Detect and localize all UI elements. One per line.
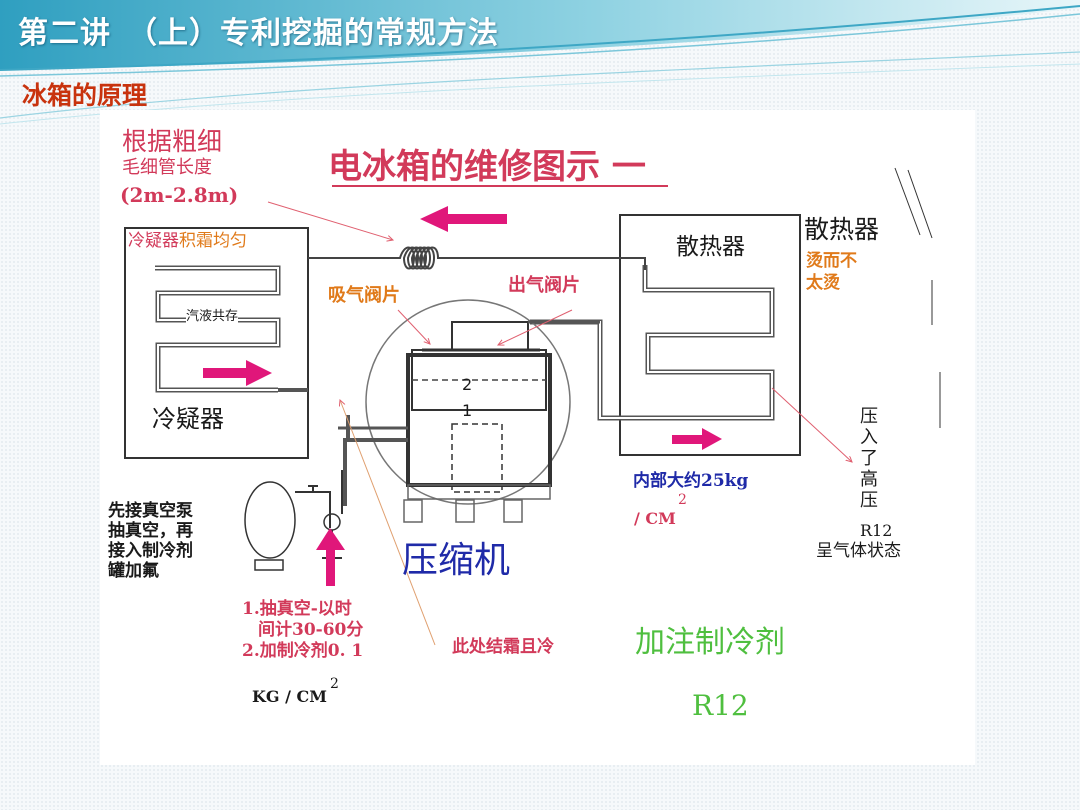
chamber-2-label: 2 — [462, 375, 473, 394]
high-pressure-vertical: 压 入 了 高 压 — [860, 406, 882, 511]
refrigerant-r12-label: R12 — [692, 689, 749, 722]
frost-note: 此处结霜且冷 — [452, 637, 554, 657]
pressure-text: 内部大约25kg — [633, 471, 749, 491]
capillary-coil — [308, 246, 646, 270]
pressure-gauge — [323, 513, 341, 531]
vapor-liquid-label: 汽液共存 — [186, 309, 239, 325]
vacuum-note-line4: 罐加氟 — [108, 561, 159, 581]
condenser-note-dark: 冷疑器 — [128, 231, 179, 251]
radiator-side-title: 散热器 — [804, 215, 880, 244]
capillary-length: (2m-2.8m) — [120, 183, 239, 207]
charge-refrigerant-label: 加注制冷剂 — [635, 625, 785, 660]
step-unit: KG / CM — [252, 687, 327, 706]
flow-arrow-top — [420, 206, 507, 232]
diagram-drawing — [124, 167, 941, 646]
pressure-unit: / CM — [634, 509, 676, 528]
refrigerant-tank — [244, 481, 296, 559]
flow-arrow-radiator — [672, 428, 722, 450]
condenser-note-orange: 积霜均匀 — [179, 231, 247, 251]
gas-state-label: 呈气体状态 — [816, 541, 901, 561]
condenser-box — [124, 227, 309, 459]
vacuum-note-line3: 接入制冷剂 — [108, 541, 193, 561]
compressor-shell — [365, 299, 571, 505]
pressure-exponent: 2 — [678, 492, 687, 508]
hp-char-2: 入 — [860, 427, 878, 448]
diagram-title: 电冰箱的维修图示 一 — [328, 147, 646, 187]
hp-char-3: 了 — [860, 448, 878, 469]
slide-title: 第二讲 （上）专利挖掘的常规方法 — [18, 16, 499, 51]
radiator-inner-label: 散热器 — [676, 234, 745, 260]
step-2-line: 2.加制冷剂0. 1 — [242, 641, 364, 661]
discharge-valve-label: 出气阀片 — [508, 275, 580, 296]
step-1-line1: 1.抽真空-以时 — [242, 599, 352, 619]
piston — [451, 423, 503, 493]
vacuum-note-line2: 抽真空，再 — [108, 521, 193, 541]
radiator-note-line2: 太烫 — [806, 273, 840, 293]
hp-char-4: 高 — [860, 469, 878, 490]
charge-arrow — [316, 528, 345, 586]
compressor-label: 压缩机 — [402, 540, 511, 581]
step-1-line2: 间计30-60分 — [258, 620, 364, 640]
diagram-panel: 电冰箱的维修图示 一 根据粗细 毛细管长度 (2m-2.8m) 冷疑器积霜均匀 … — [100, 110, 975, 765]
slide-subtitle: 冰箱的原理 — [22, 81, 148, 110]
capillary-note-line2: 毛细管长度 — [122, 157, 212, 178]
hp-char-1: 压 — [860, 406, 878, 427]
condenser-name: 冷疑器 — [152, 405, 224, 433]
compressor-housing — [406, 353, 552, 487]
radiator-note-line1: 烫而不 — [806, 251, 857, 271]
chamber-1-label: 1 — [462, 401, 473, 420]
vacuum-note-line1: 先接真空泵 — [108, 501, 193, 521]
flow-arrow-condenser — [203, 360, 272, 386]
condenser-note: 冷疑器积霜均匀 — [128, 231, 247, 252]
capillary-note-line1: 根据粗细 — [122, 127, 223, 156]
step-unit-exponent: 2 — [330, 676, 339, 692]
radiator-box — [619, 214, 801, 456]
high-pressure-r12: R12 — [860, 521, 893, 540]
suction-valve-label: 吸气阀片 — [328, 285, 400, 306]
hp-char-5: 压 — [860, 490, 878, 511]
